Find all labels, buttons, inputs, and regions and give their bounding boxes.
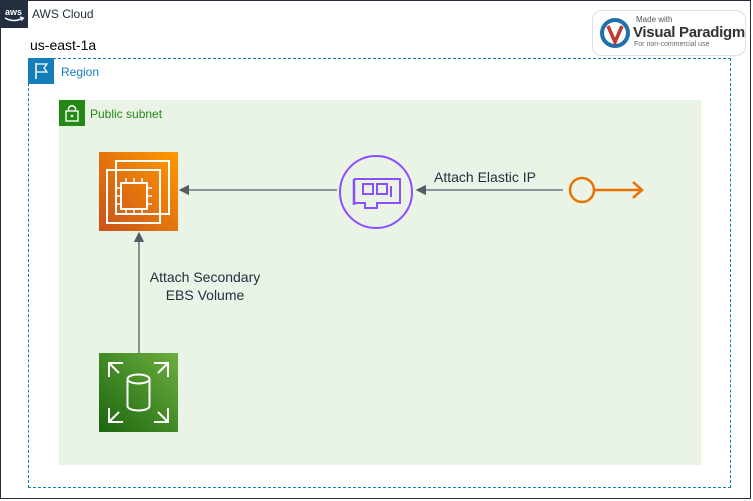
attach-elastic-ip-label: Attach Elastic IP	[430, 169, 540, 185]
availability-zone-label: us-east-1a	[30, 37, 97, 53]
attach-secondary-ebs-line2: EBS Volume	[165, 287, 245, 303]
region-flag-icon	[28, 58, 54, 84]
attach-secondary-ebs-line1: Attach Secondary	[149, 269, 261, 285]
aws-logo-icon: aws	[0, 0, 28, 28]
ec2-instance-icon	[99, 152, 178, 231]
watermark-brand: Visual Paradigm	[633, 24, 745, 41]
region-label: Region	[61, 65, 100, 79]
watermark-note: For non-commercial use	[634, 41, 710, 48]
elastic-ip-icon	[563, 176, 645, 204]
region-group	[28, 58, 731, 488]
aws-cloud-label: AWS Cloud	[32, 7, 94, 21]
attach-secondary-ebs-label: Attach Secondary EBS Volume	[140, 268, 270, 304]
public-subnet-label: Public subnet	[90, 107, 163, 121]
svg-text:aws: aws	[5, 7, 22, 17]
padlock-icon	[59, 100, 85, 126]
visual-paradigm-logo-icon	[598, 16, 632, 50]
watermark-made-with: Made with	[636, 15, 673, 24]
elastic-network-interface-icon	[337, 153, 415, 231]
ebs-volume-icon	[99, 353, 178, 432]
